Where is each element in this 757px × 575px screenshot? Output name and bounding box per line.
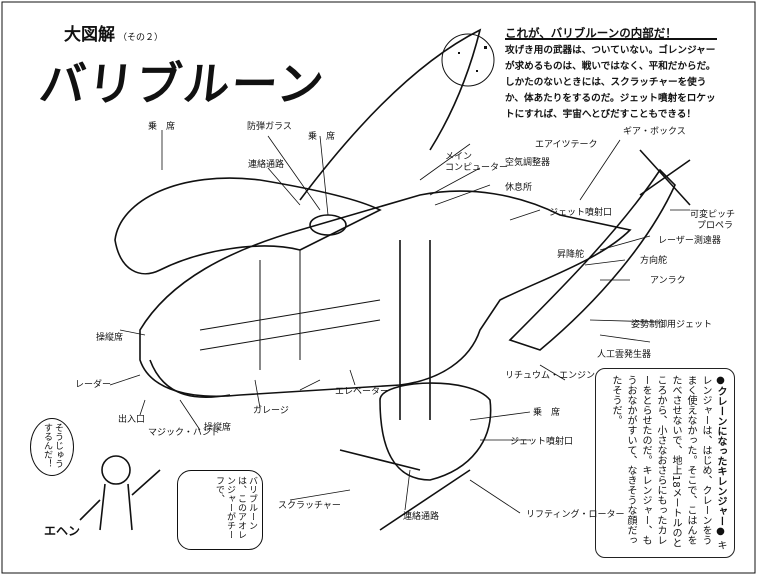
label-radar: レーダー: [75, 380, 112, 390]
label-jet-nozzle-bottom: ジェット噴射口: [510, 437, 574, 447]
propeller: [639, 149, 691, 206]
description-body: 攻げき用の武器は、ついていない。ゴレンジャーが求めるものは、戦いではなく、平和だ…: [505, 45, 716, 120]
label-air-conditioner: 空気調整器: [505, 158, 551, 168]
label-rest-room: 休息所: [505, 183, 533, 193]
supertitle: 大図解（その２）: [64, 20, 163, 45]
kid-body: [79, 469, 161, 531]
label-cockpit: 操縦席: [96, 333, 124, 343]
label-garage: ガレージ: [253, 406, 289, 416]
label-lithium-engine: リチュウム・エンジン: [505, 371, 596, 381]
label-observation-room: 操縦席: [204, 423, 232, 433]
label-jet-nozzle-top: ジェット噴射口: [549, 208, 613, 218]
label-passenger-seat-top: 乗 席: [148, 122, 176, 132]
kid-head: [101, 455, 131, 485]
page-title: バリブルーン: [36, 57, 329, 111]
label-antenna: アンラク: [650, 276, 686, 286]
lower-jaw: [149, 359, 231, 399]
speech-bubble-right: バリブルーンは、このアオレンジャーがチーフで、: [177, 470, 263, 550]
label-variable-pitch-2: プロペラ: [697, 221, 734, 231]
nose-head: [114, 177, 382, 275]
supertitle-main: 大図解: [64, 25, 115, 45]
label-elevator: エレベーター: [335, 387, 390, 397]
label-artificial-cloud: 人工雲発生器: [597, 350, 652, 360]
label-magic-hand: マジック・ハンド: [148, 428, 220, 438]
supertitle-sub: （その２）: [118, 33, 164, 43]
trivia-body: キレンジャーは、はじめ、クレーンをうまく使えなかった。そこで、こはんをたべさせな…: [610, 375, 726, 551]
label-passenger-seat-mid: 乗 席: [308, 132, 336, 142]
label-elevator-rudder: 昇降舵: [557, 250, 585, 260]
description-heading: これが、バリブルーンの内部だ！: [505, 26, 677, 40]
lower-pod: [379, 382, 492, 481]
trivia-box: ●クレーンになったキレンジャー● キレンジャーは、はじめ、クレーンをうまく使えな…: [595, 368, 735, 558]
moon: [441, 33, 495, 87]
label-attitude-jet: 姿勢制御用ジェット: [631, 320, 713, 330]
label-gearbox: ギア・ボックス: [623, 127, 686, 137]
label-passenger-seat-bottom: 乗 席: [533, 408, 561, 418]
trivia-heading: ●クレーンになったキレンジャー●: [715, 375, 726, 537]
label-variable-pitch-1: 可変ピッチ: [690, 210, 736, 220]
lower-blade-left: [339, 449, 421, 471]
label-main-computer-2: コンピューター: [445, 163, 509, 173]
description-divider: [505, 38, 717, 40]
rear-wing: [508, 168, 676, 351]
label-laser-rangefinder: レーザー測遠器: [658, 236, 721, 246]
label-lifting-rotor: リフティング・ローター: [526, 510, 625, 520]
label-entrance: 出入口: [118, 415, 146, 425]
speech-bubble-left: そうじゅうするんだ！: [30, 418, 74, 476]
label-corridor-top: 連絡通路: [248, 160, 285, 170]
label-main-computer-1: メイン: [445, 152, 473, 162]
label-rudder: 方向舵: [640, 256, 668, 266]
label-air-tech: エアイツテーク: [535, 140, 598, 150]
tail-fin: [299, 28, 482, 201]
shout-text: エヘン: [44, 524, 81, 538]
label-bulletproof-glass: 防弾ガラス: [247, 122, 292, 132]
label-corridor-bottom: 連絡通路: [403, 512, 440, 522]
lower-blade-right: [379, 469, 471, 531]
label-scratcher: スクラッチャー: [278, 501, 341, 511]
